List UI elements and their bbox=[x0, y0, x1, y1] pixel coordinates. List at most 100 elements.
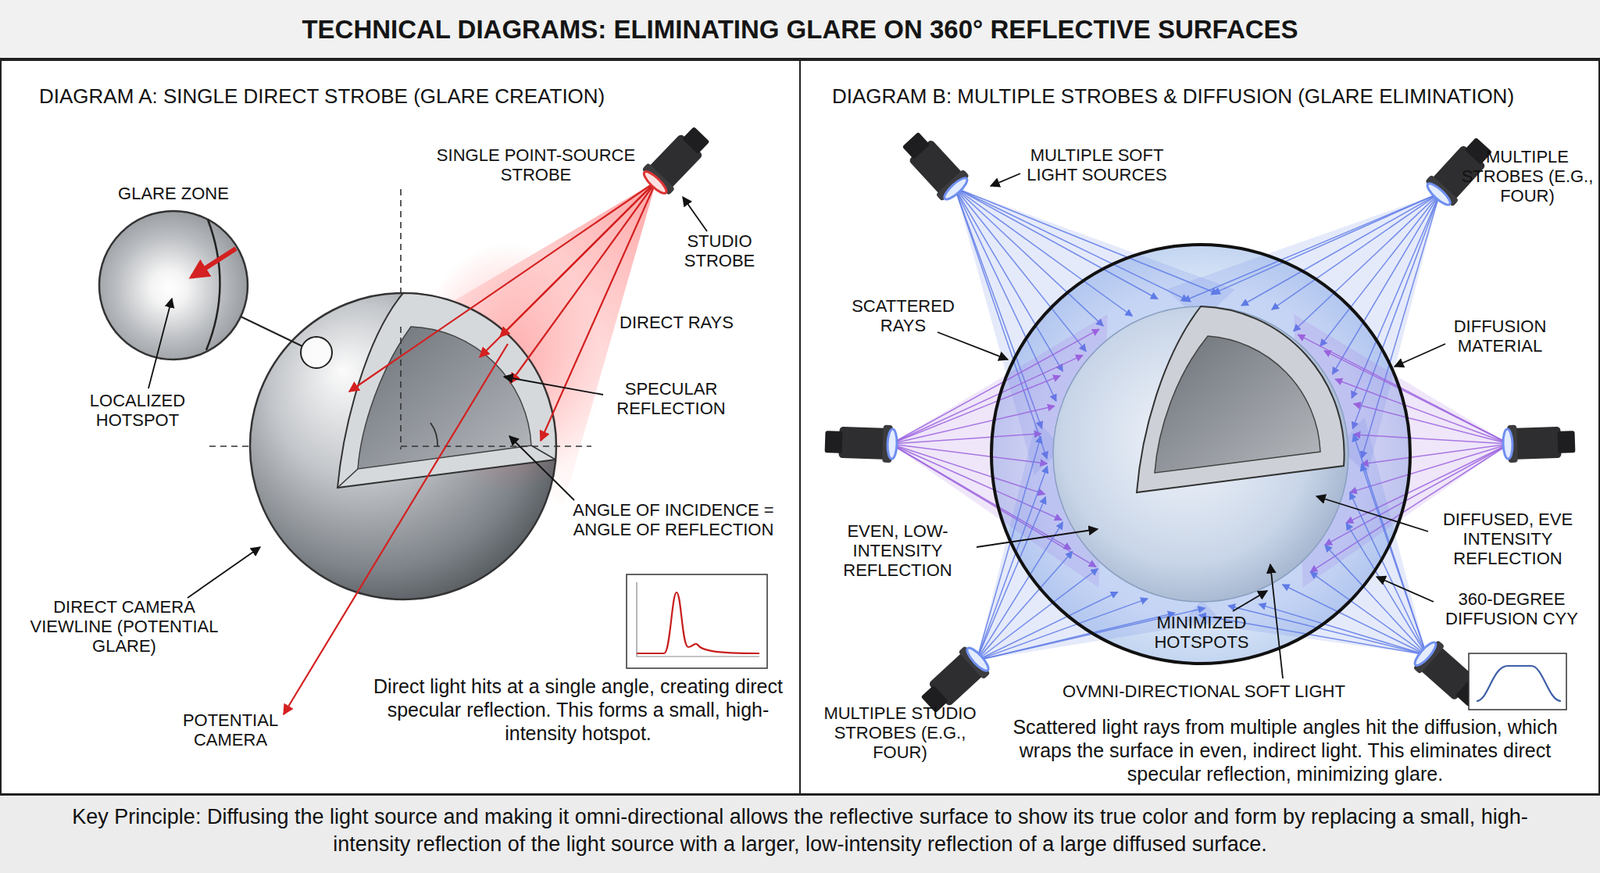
graph-axes bbox=[636, 582, 760, 657]
scattered-ray bbox=[1271, 192, 1440, 310]
scattered-ray bbox=[1361, 192, 1440, 458]
scattered-ray bbox=[1353, 403, 1510, 444]
scattered-ray bbox=[976, 435, 1041, 661]
scattered-ray bbox=[976, 521, 1063, 661]
caption-text: Key Principle: Diffusing the light sourc… bbox=[57, 803, 1543, 858]
callout-label: SPECULAR REFLECTION bbox=[604, 379, 738, 419]
cut-edge bbox=[531, 445, 556, 460]
leader-lines bbox=[937, 173, 1446, 679]
callout-label: STUDIO STROBE bbox=[676, 232, 763, 272]
scattered-ray bbox=[954, 187, 1219, 294]
scattered-ray bbox=[976, 466, 1048, 661]
scattered-ray bbox=[1353, 434, 1427, 655]
hotspot-arrow bbox=[192, 248, 236, 277]
inset-edge bbox=[206, 219, 221, 350]
callout-label: DIFFUSED, EVE INTENSITY REFLECTION bbox=[1429, 510, 1586, 569]
studio-strobe bbox=[824, 422, 898, 463]
callout-label: MULTIPLE SOFT LIGHT SOURCES bbox=[1018, 146, 1175, 186]
cutaway-inner bbox=[1154, 335, 1321, 473]
callout-label: Direct light hits at a single angle, cre… bbox=[367, 674, 790, 745]
light-cone bbox=[954, 187, 1236, 475]
scattered-ray bbox=[1351, 192, 1440, 399]
scattered-ray bbox=[954, 187, 1063, 372]
spike-graph bbox=[626, 574, 768, 668]
cutaway-shell bbox=[337, 292, 557, 488]
scattered-ray bbox=[1335, 378, 1510, 444]
red-haze bbox=[414, 242, 602, 493]
scattered-ray bbox=[1183, 192, 1440, 301]
callout-label: OVMNI-DIRECTIONAL SOFT LIGHT bbox=[1032, 682, 1376, 702]
scattered-ray bbox=[890, 354, 1083, 444]
diffusion-fill bbox=[991, 244, 1411, 664]
light-cone bbox=[1166, 192, 1441, 475]
scattered-ray bbox=[1350, 443, 1510, 493]
callout-label: POTENTIAL CAMERA bbox=[171, 710, 290, 750]
diagram-title: TECHNICAL DIAGRAMS: ELIMINATING GLARE ON… bbox=[0, 0, 1600, 60]
studio-strobe bbox=[1409, 636, 1489, 713]
scattered-ray bbox=[1324, 350, 1510, 444]
callout-label: LOCALIZED HOTSPOT bbox=[78, 391, 197, 431]
scattered-ray bbox=[1258, 603, 1427, 655]
scattered-ray bbox=[954, 187, 1057, 401]
callout-label: MULTIPLE STROBES (E.G., FOUR) bbox=[1457, 147, 1598, 207]
axis-line bbox=[209, 445, 252, 447]
scattered-ray bbox=[1361, 443, 1510, 465]
panel-heading: DIAGRAM A: SINGLE DIRECT STROBE (GLARE C… bbox=[39, 84, 605, 109]
scattered-ray bbox=[954, 187, 1043, 429]
scattered-ray bbox=[1346, 522, 1427, 655]
scattered-ray bbox=[1332, 192, 1441, 375]
callout-label: MINIMIZED HOTSPOTS bbox=[1139, 613, 1265, 653]
scattered-ray bbox=[1293, 192, 1440, 332]
cutaway-inner bbox=[357, 326, 532, 469]
scattered-ray bbox=[1361, 464, 1427, 655]
callout-label: Scattered light rays from multiple angle… bbox=[988, 714, 1583, 786]
callout-label: DIRECT CAMERA VIEWLINE (POTENTIAL GLARE) bbox=[22, 597, 226, 657]
reflective-sphere bbox=[250, 292, 557, 600]
scattered-ray bbox=[976, 598, 1148, 661]
scattered-rays bbox=[824, 126, 1575, 719]
scattered-ray bbox=[1320, 192, 1440, 347]
scattered-ray bbox=[954, 187, 1047, 459]
scattered-ray bbox=[1350, 492, 1427, 655]
scattered-ray bbox=[890, 375, 1061, 444]
callout-label: DIFFUSION MATERIAL bbox=[1441, 317, 1559, 357]
glare-inset bbox=[99, 210, 248, 360]
studio-strobe bbox=[896, 126, 973, 205]
panel-heading: DIAGRAM B: MULTIPLE STROBES & DIFFUSION … bbox=[832, 84, 1515, 109]
scattered-ray bbox=[890, 433, 1042, 444]
axis-line bbox=[400, 326, 402, 450]
scattered-ray bbox=[890, 443, 1062, 520]
cutaway-shell bbox=[1136, 306, 1345, 493]
callout-label: SINGLE POINT-SOURCE STROBE bbox=[422, 146, 650, 186]
scattered-ray bbox=[976, 592, 1118, 661]
angle-arc bbox=[430, 422, 438, 447]
axis-line bbox=[400, 445, 592, 447]
callout-label: SCATTERED RAYS bbox=[844, 296, 962, 336]
zoom-circle bbox=[300, 336, 333, 368]
scattered-ray bbox=[1325, 544, 1427, 655]
studio-strobe bbox=[1502, 422, 1576, 463]
inset-connector bbox=[240, 316, 303, 347]
axis-line bbox=[400, 189, 402, 297]
flat-graph bbox=[1468, 653, 1567, 710]
scattered-ray bbox=[1282, 584, 1428, 655]
reflective-sphere bbox=[1053, 306, 1349, 602]
direct-rays bbox=[283, 181, 657, 715]
callout-label: EVEN, LOW-INTENSITY REFLECTION bbox=[819, 521, 976, 581]
scattered-ray bbox=[976, 568, 1098, 661]
scattered-ray bbox=[954, 187, 1189, 301]
scattered-ray bbox=[954, 187, 1104, 326]
scattered-ray bbox=[1241, 192, 1440, 306]
scattered-ray bbox=[976, 612, 1175, 661]
scattered-ray bbox=[890, 443, 1046, 494]
scattered-ray bbox=[1213, 192, 1440, 294]
cut-edge bbox=[337, 468, 358, 488]
diffusion-cyc bbox=[991, 244, 1411, 664]
scattered-ray bbox=[976, 496, 1046, 661]
scattered-ray bbox=[1353, 434, 1510, 444]
callout-label: DIRECT RAYS bbox=[590, 313, 763, 333]
callout-label: MULTIPLE STUDIO STROBES (E.G., FOUR) bbox=[818, 703, 982, 763]
scattered-ray bbox=[976, 551, 1073, 661]
scattered-ray bbox=[890, 406, 1055, 445]
